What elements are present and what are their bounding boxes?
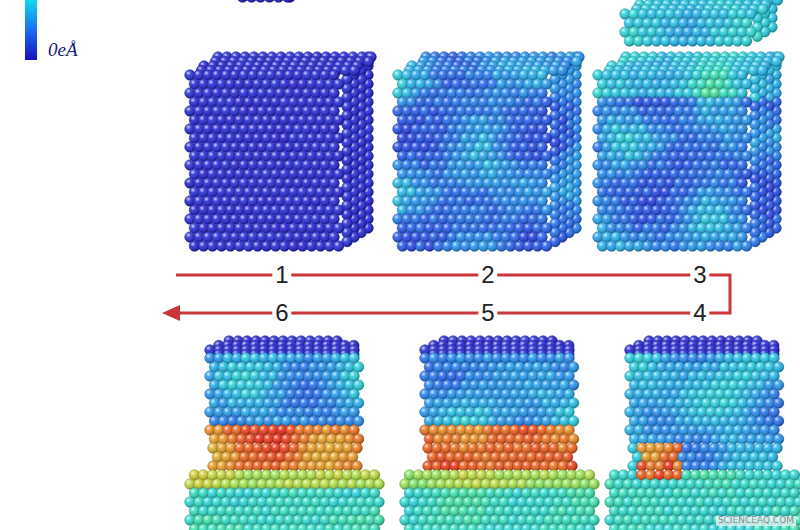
atom-structure	[185, 52, 377, 252]
atom-shine	[571, 56, 582, 67]
atom	[571, 56, 582, 67]
atom-shine	[363, 56, 374, 67]
atom-shine	[246, 0, 257, 2]
atom-shine	[333, 241, 344, 252]
atom-structure	[393, 52, 585, 252]
atom	[237, 0, 248, 2]
atom-shine	[557, 65, 568, 76]
atom	[255, 0, 266, 2]
atom	[349, 65, 360, 76]
atom-structure	[233, 0, 302, 2]
atom	[333, 241, 344, 252]
color-scale-bar	[25, 0, 37, 60]
atom	[273, 0, 284, 2]
atom	[363, 56, 374, 67]
atom-shine	[237, 0, 248, 2]
atom-shine	[264, 0, 275, 2]
atom	[557, 65, 568, 76]
atom-shine	[255, 0, 266, 2]
atom	[264, 0, 275, 2]
atom	[246, 0, 257, 2]
atom-shine	[273, 0, 284, 2]
atom-shine	[349, 65, 360, 76]
